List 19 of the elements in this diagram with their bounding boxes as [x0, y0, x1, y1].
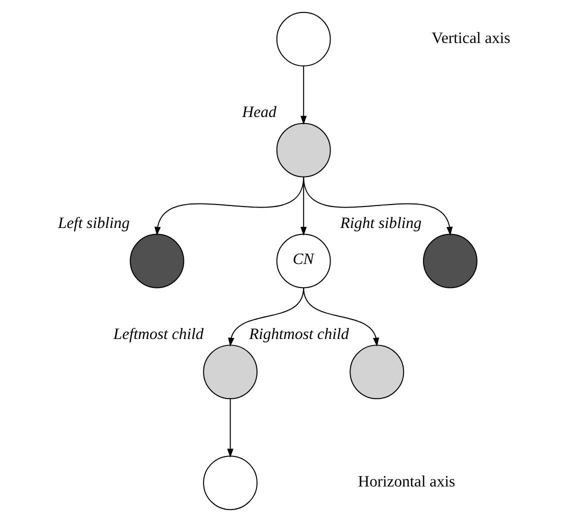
label: Horizontal axis: [358, 474, 455, 491]
arrow: [302, 176, 452, 236]
node-circle: [129, 234, 184, 288]
node-circle: [202, 456, 258, 510]
node-circle: [202, 344, 258, 400]
node-circle: [276, 122, 330, 178]
arrow: [302, 287, 379, 347]
node-label: Head: [242, 104, 276, 122]
node-label: Leftmost child: [112, 326, 204, 344]
node-circle: [422, 234, 477, 288]
node-label: Right sibling: [340, 215, 422, 232]
node-circle: CN: [276, 234, 330, 288]
node-circle: [349, 344, 404, 400]
label: Vertical axis: [431, 30, 510, 47]
arrow: [300, 65, 306, 125]
node-label: Left sibling: [57, 215, 130, 232]
node-label: Rightmost child: [248, 326, 348, 344]
node-circle: [276, 12, 330, 66]
arrow: [226, 398, 233, 458]
